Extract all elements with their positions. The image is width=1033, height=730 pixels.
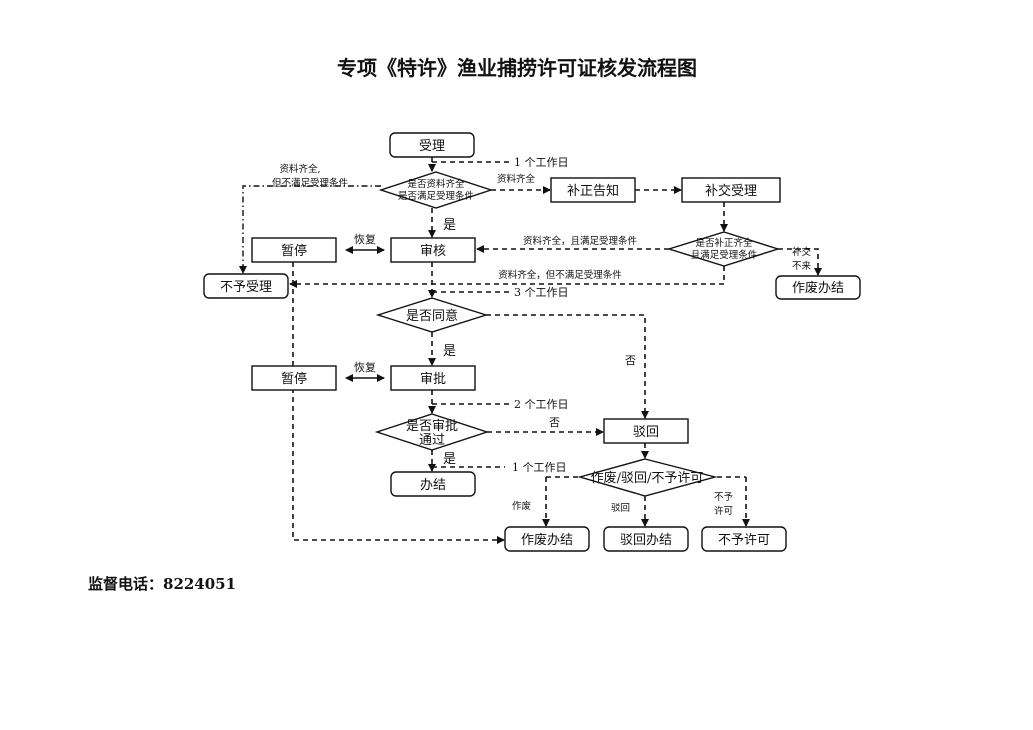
- svg-text:且满足受理条件: 且满足受理条件: [691, 249, 758, 261]
- svg-text:审批: 审批: [420, 372, 446, 387]
- label-complete-not-meet-1: 资料齐全,: [279, 163, 320, 175]
- svg-text:作废/驳回/不予许可: 作废/驳回/不予许可: [591, 470, 704, 486]
- node-reject-accept: 不予受理: [203, 273, 289, 299]
- svg-text:是否补正齐全: 是否补正齐全: [695, 237, 753, 249]
- label-complete-and-meet: 资料齐全，且满足受理条件: [523, 235, 638, 247]
- label-complete-not-meet-2: 但不满足受理条件: [272, 177, 349, 189]
- node-void-close-top: 作废办结: [775, 275, 861, 300]
- svg-text:补正告知: 补正告知: [567, 183, 619, 199]
- node-pause-2: 暂停: [251, 365, 337, 391]
- svg-text:通过: 通过: [419, 433, 445, 448]
- svg-text:是否资料齐全: 是否资料齐全: [407, 178, 465, 190]
- node-return-close: 驳回办结: [603, 526, 689, 552]
- svg-text:驳回: 驳回: [633, 425, 659, 440]
- svg-text:作废办结: 作废办结: [521, 532, 573, 548]
- label-day1: 1 个工作日: [514, 156, 569, 169]
- svg-text:作废办结: 作废办结: [792, 280, 844, 296]
- label-deny-2: 许可: [714, 505, 733, 517]
- svg-text:是否同意: 是否同意: [406, 308, 458, 324]
- node-correction-notice: 补正告知: [550, 177, 636, 203]
- decision-correction-complete: 是否补正齐全 且满足受理条件: [666, 231, 781, 267]
- svg-text:暂停: 暂停: [281, 371, 307, 387]
- svg-text:补交受理: 补交受理: [705, 183, 757, 199]
- label-complete-not-meet: 资料齐全，但不满足受理条件: [498, 269, 622, 281]
- label-no-1: 否: [625, 354, 636, 367]
- label-complete: 资料齐全: [497, 173, 536, 185]
- decision-approval-passed: 是否审批 通过: [374, 413, 490, 451]
- decision-agree: 是否同意: [375, 297, 489, 333]
- label-no-2: 否: [549, 416, 560, 429]
- label-returned: 驳回: [611, 503, 630, 514]
- svg-text:不予许可: 不予许可: [718, 533, 770, 548]
- label-yes-2: 是: [443, 344, 456, 359]
- node-deny-permit: 不予许可: [701, 526, 787, 552]
- page-title: 专项《特许》渔业捕捞许可证核发流程图: [337, 56, 697, 80]
- label-resume-2: 恢复: [354, 360, 376, 374]
- node-return: 驳回: [603, 418, 689, 444]
- node-accept: 受理: [389, 132, 475, 158]
- node-review: 审核: [390, 237, 476, 263]
- label-not-submitted-2: 不来: [792, 261, 812, 272]
- node-approve: 审批: [390, 365, 476, 391]
- svg-text:审核: 审核: [420, 244, 446, 259]
- supervision-phone: 监督电话：8224051: [88, 575, 236, 593]
- svg-text:办结: 办结: [420, 478, 446, 493]
- label-day2: 2 个工作日: [514, 398, 569, 411]
- node-done: 办结: [390, 471, 476, 497]
- label-day1b: 1 个工作日: [512, 461, 567, 474]
- svg-text:是否满足受理条件: 是否满足受理条件: [398, 190, 475, 202]
- label-day3: 3 个工作日: [514, 286, 569, 299]
- edge-labels: 1 个工作日 资料齐全 资料齐全, 但不满足受理条件 是 恢复 资料齐全，且满足…: [272, 156, 812, 517]
- svg-text:不予受理: 不予受理: [220, 280, 272, 295]
- decision-outcome: 作废/驳回/不予许可: [577, 458, 718, 497]
- node-void-close: 作废办结: [504, 526, 590, 552]
- decision-materials-complete: 是否资料齐全 是否满足受理条件: [378, 171, 494, 209]
- label-void: 作废: [512, 500, 532, 512]
- svg-text:驳回办结: 驳回办结: [620, 533, 672, 548]
- svg-text:受理: 受理: [419, 139, 445, 154]
- label-resume-1: 恢复: [354, 232, 376, 246]
- label-deny-1: 不予: [714, 492, 734, 503]
- label-yes-1: 是: [443, 218, 456, 233]
- label-yes-3: 是: [443, 452, 456, 467]
- node-resubmit-accept: 补交受理: [681, 177, 781, 203]
- connectors: [239, 157, 822, 544]
- svg-text:暂停: 暂停: [281, 243, 307, 259]
- label-not-submitted-1: 补交: [792, 246, 812, 258]
- svg-text:是否审批: 是否审批: [406, 419, 458, 434]
- node-pause-1: 暂停: [251, 237, 337, 263]
